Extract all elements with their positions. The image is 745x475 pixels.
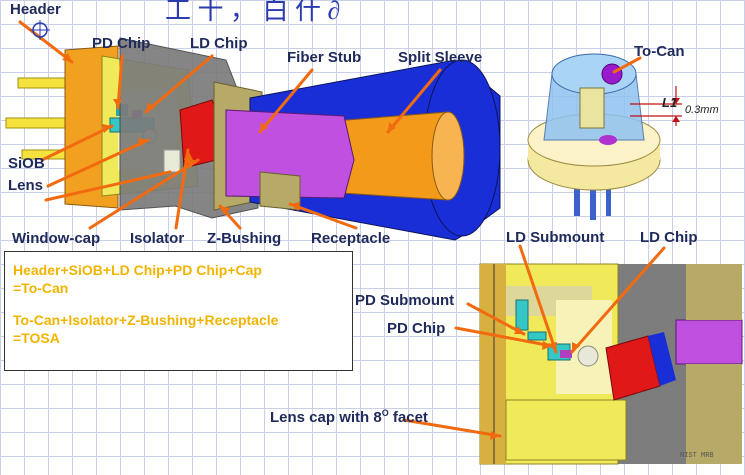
info-line-2: =To-Can: [13, 280, 69, 296]
receptacle-ring: [259, 171, 301, 211]
info-line-1: Header+SiOB+LD Chip+PD Chip+Cap: [13, 262, 262, 278]
detail-cross-section: [479, 263, 743, 465]
ld-chip-label: LD Chip: [190, 35, 248, 52]
lens-label: Lens: [8, 177, 44, 194]
pd-chip-label: PD Chip: [92, 35, 151, 52]
l1-value: 0.3mm: [685, 104, 719, 116]
ld-submount-label: LD Submount: [506, 229, 605, 246]
z-bushing-label: Z-Bushing: [207, 230, 282, 247]
slide-title-fragment: 工 十 ， 白 什 ∂: [165, 0, 341, 25]
to-can-3d: [527, 53, 682, 220]
pd-chip-detail-label: PD Chip: [387, 320, 446, 337]
split-sleeve-label: Split Sleeve: [398, 49, 483, 66]
lens-cap-text: Lens cap with 8: [270, 409, 382, 426]
to-can-label: To-Can: [634, 43, 685, 60]
degree-mark: O: [381, 408, 389, 418]
siob-label: SiOB: [8, 155, 45, 172]
lens-cap-suffix: facet: [388, 409, 428, 426]
window-cap-label: Window-cap: [12, 230, 101, 247]
isolator-label: Isolator: [130, 230, 185, 247]
ld-chip-detail-label: LD Chip: [640, 229, 698, 246]
header-label: Header: [10, 1, 61, 18]
pd-submount-label: PD Submount: [355, 292, 455, 309]
detail-tag: NIST MRB: [680, 452, 714, 460]
l1-label: L1: [662, 95, 678, 110]
receptacle-label: Receptacle: [311, 230, 391, 247]
info-line-3: To-Can+Isolator+Z-Bushing+Receptacle: [13, 312, 279, 328]
fiber-stub: [225, 109, 355, 199]
lens-cap-label: Lens cap with 8O facet: [270, 405, 428, 426]
arrow-heads: [62, 53, 580, 440]
assembly-info-box: Header+SiOB+LD Chip+PD Chip+Cap =To-Can …: [4, 251, 353, 371]
fiber-stub-label: Fiber Stub: [287, 49, 362, 66]
info-line-4: =TOSA: [13, 330, 60, 346]
